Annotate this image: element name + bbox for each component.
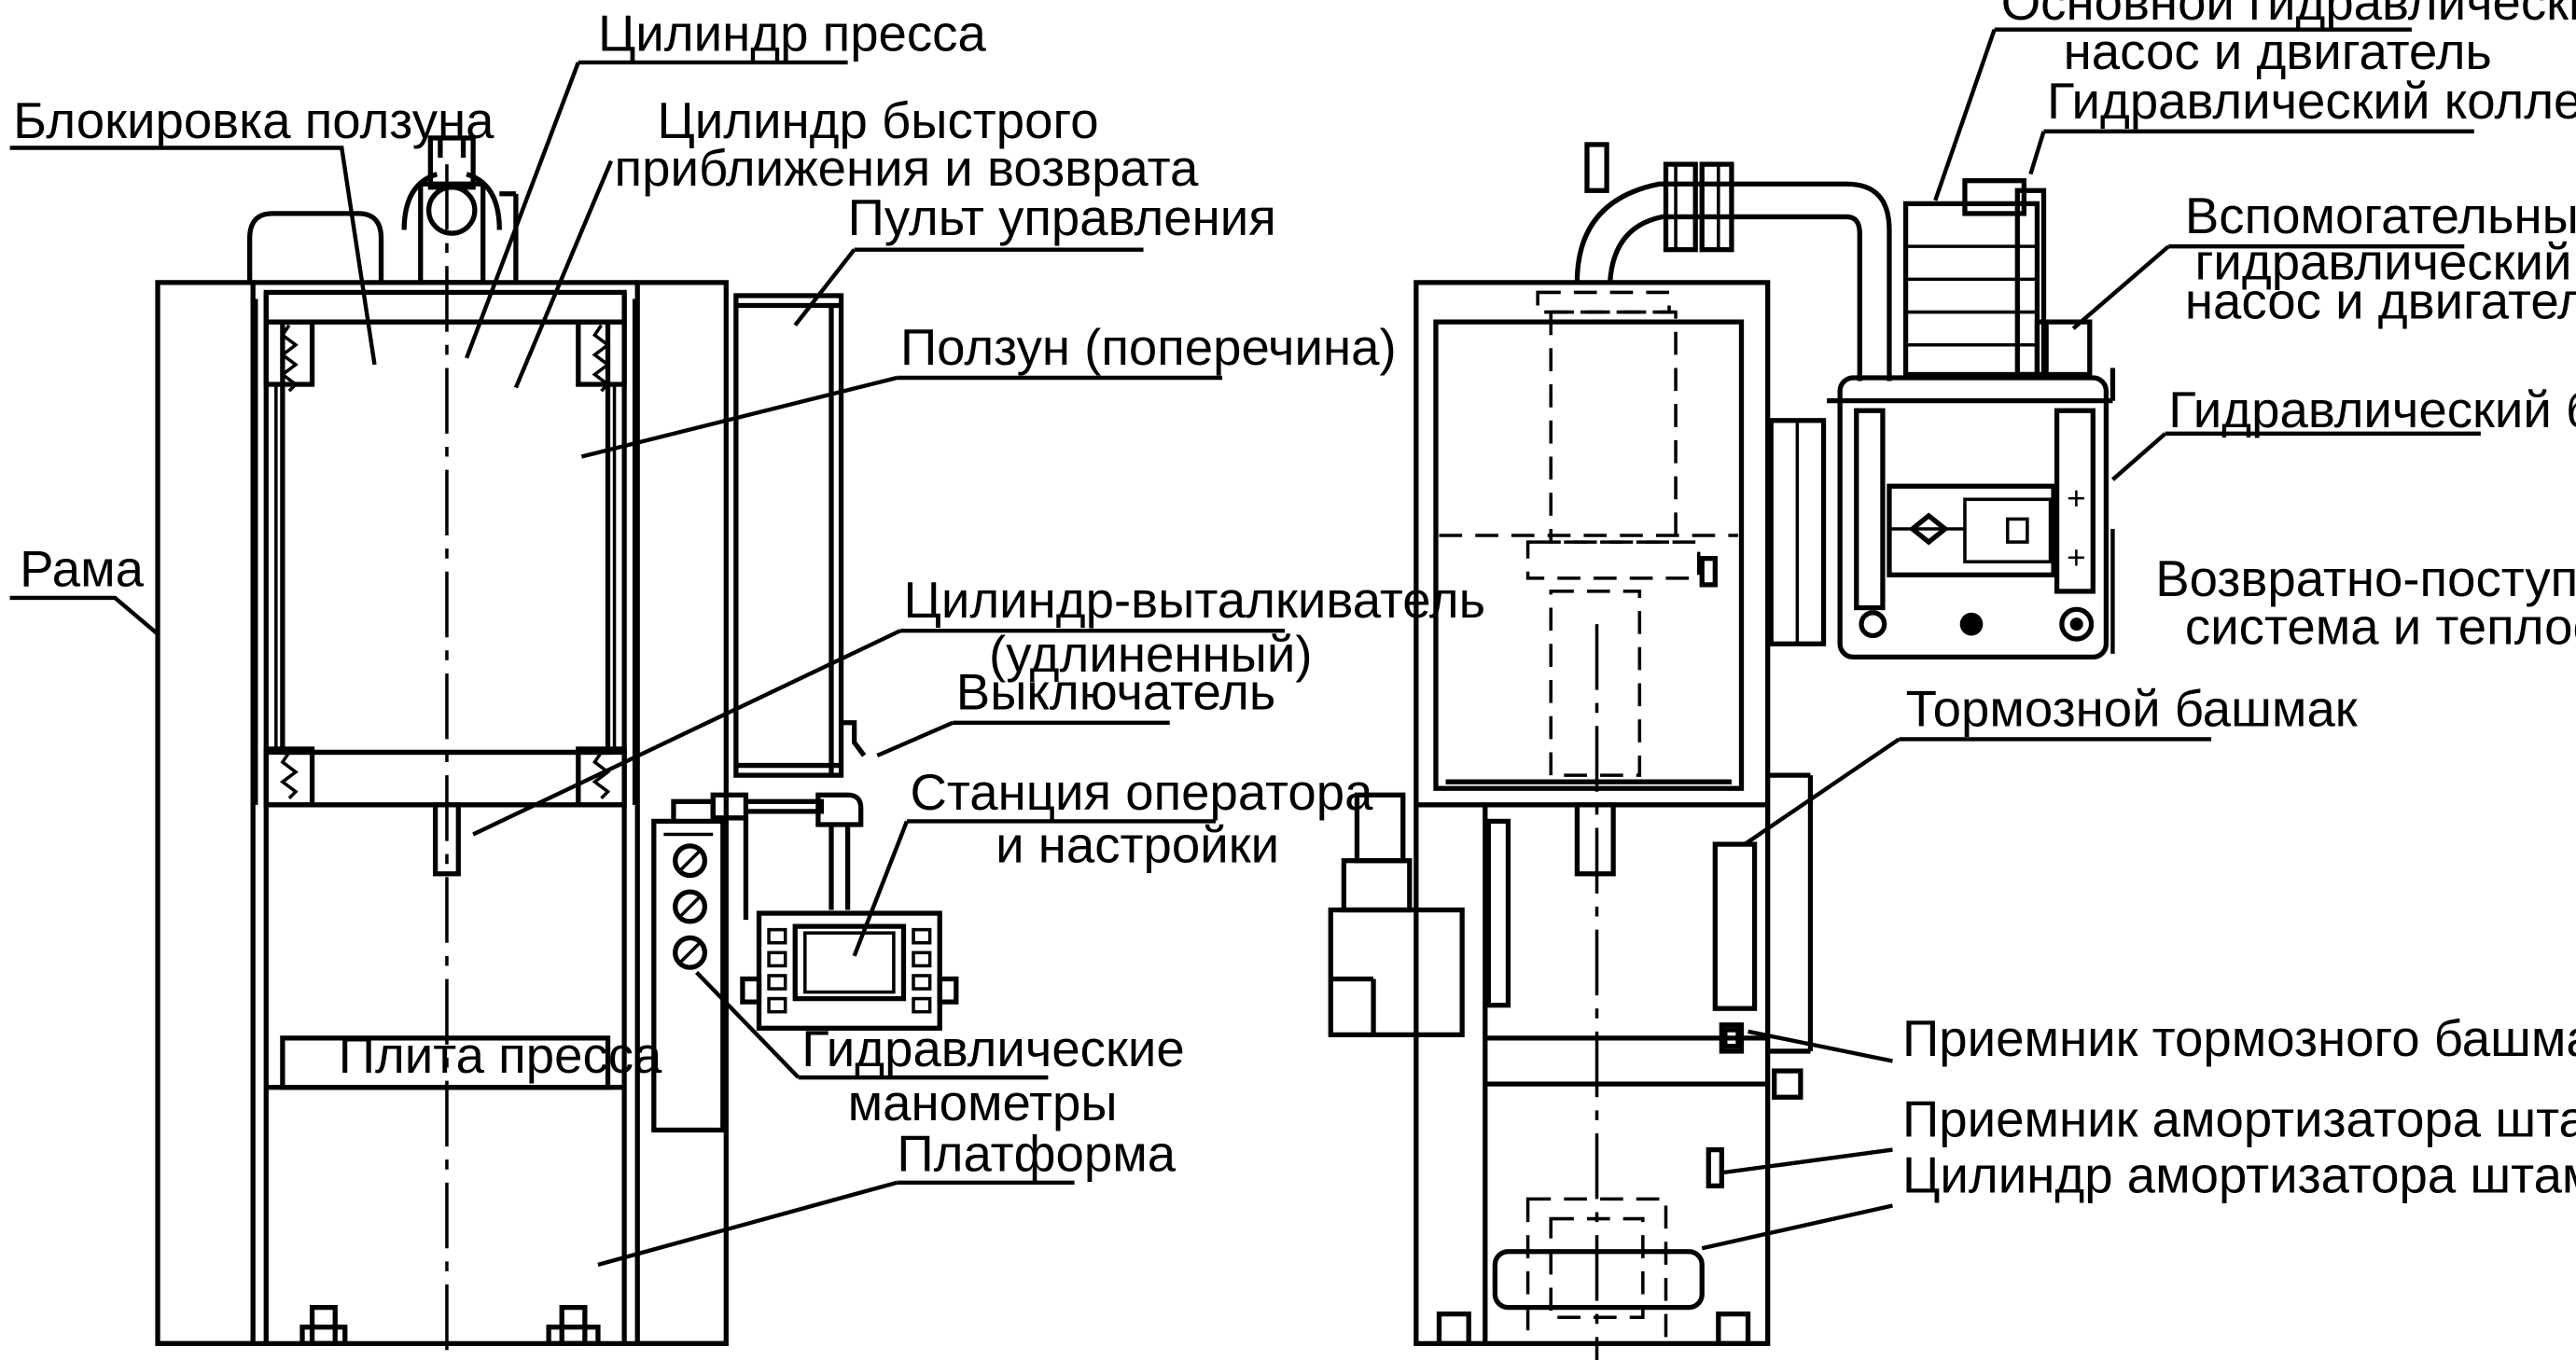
hydraulic-tank [1837, 375, 2110, 659]
leader-switch [876, 720, 954, 758]
label-ejector-1: Цилиндр-выталкиватель [903, 572, 1485, 629]
leader-slide [580, 375, 898, 459]
leader-ejector [472, 629, 901, 837]
label-recip-2: система и теплообменник [2185, 598, 2576, 655]
label-brake-shoe: Тормозной башмак [1906, 680, 2359, 737]
label-manifold: Гидравлический коллектор [2047, 73, 2576, 130]
leader-press-cylinder [465, 62, 580, 359]
label-switch: Выключатель [956, 664, 1276, 721]
operator-station [756, 910, 942, 1031]
leader-cushion-cylinder [1701, 1203, 1893, 1251]
die-cushion-cylinder [1492, 1249, 1705, 1311]
label-aux-pump-1: Вспомогательный [2185, 187, 2576, 244]
labels: Цилиндр пресса Блокировка ползуна Цилинд… [13, 0, 2576, 1203]
side-housing [1328, 907, 1465, 1037]
label-aux-pump-2: гидравлический [2194, 233, 2571, 290]
leader-control-panel [793, 248, 856, 327]
ejector-cylinder [432, 802, 461, 877]
leader-manifold [2028, 131, 2046, 175]
label-platform: Платформа [897, 1125, 1176, 1182]
crown-plate [263, 289, 627, 325]
label-control-panel: Пульт управления [848, 189, 1276, 246]
label-press-cylinder: Цилиндр пресса [598, 6, 987, 62]
label-cushion-receiver: Приемник амортизатора штампа [1902, 1091, 2576, 1148]
label-gauges-2: манометры [848, 1075, 1118, 1131]
hydraulic-gauges [673, 843, 708, 970]
label-slide-lock: Блокировка ползуна [13, 92, 494, 149]
slide-lock-housing [247, 211, 384, 283]
label-tank: Гидравлический бак [2168, 382, 2576, 438]
svg-text:+: + [2067, 539, 2086, 576]
leader-fast-cylinder [513, 160, 614, 389]
main-pump-motor [1902, 201, 2040, 378]
front-view [155, 135, 959, 1360]
leader-main-pump [1933, 28, 1997, 201]
label-slide: Ползун (поперечина) [900, 319, 1397, 376]
side-view: + + [1328, 142, 2116, 1360]
label-recip-1: Возвратно-поступательная [2155, 550, 2576, 607]
leader-gauges [695, 970, 801, 1079]
label-fast-cylinder-1: Цилиндр быстрого [657, 92, 1098, 149]
label-operator-1: Станция оператора [911, 764, 1374, 821]
leader-platform [597, 1180, 898, 1267]
label-gauges-1: Гидравлические [801, 1020, 1184, 1077]
leader-cushion-receiver [1721, 1147, 1893, 1175]
label-main-pump-1: Основной гидравлический [2001, 0, 2576, 31]
label-operator-2: и настройки [996, 816, 1279, 873]
label-brake-receiver: Приемник тормозного башмака [1902, 1010, 2576, 1067]
leader-lines [9, 27, 2481, 1267]
label-frame: Рама [20, 541, 144, 598]
leader-tank [2110, 432, 2167, 481]
control-panel-box [733, 293, 844, 778]
leader-slide-lock [9, 146, 377, 366]
label-bolster: Плита пресса [339, 1027, 662, 1084]
frame-left-column [155, 280, 256, 1347]
leader-operator [852, 820, 910, 957]
label-aux-pump-3: насос и двигатель [2185, 273, 2576, 330]
aux-pump-motor [2034, 319, 2093, 378]
leader-aux-pump [2071, 244, 2170, 330]
label-main-pump-2: насос и двигатель [2064, 23, 2492, 80]
leader-brake-receiver [1748, 1029, 1893, 1063]
gauges-column [651, 818, 726, 1133]
label-cushion-cylinder: Цилиндр амортизатора штампа [1902, 1146, 2576, 1203]
leader-brake-shoe [1743, 737, 1901, 846]
side-slide-box [1433, 319, 1745, 791]
svg-text:+: + [2067, 480, 2086, 517]
label-ejector-2: (удлиненный) [989, 626, 1313, 683]
leader-frame [9, 595, 160, 636]
side-frame [1413, 280, 1771, 1347]
label-fast-cylinder-2: приближения и возврата [615, 140, 1199, 197]
